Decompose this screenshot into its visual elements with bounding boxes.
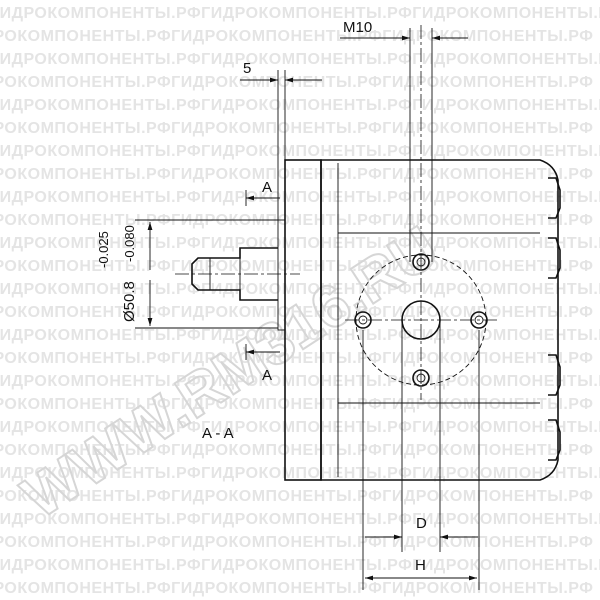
watermark-row: ГИДРОКОМПОНЕНТЫ.РФГИДРОКОМПОНЕНТЫ.РФГИДР… — [0, 396, 593, 413]
m10-label: M10 — [343, 19, 372, 36]
watermark-row: ГИДРОКОМПОНЕНТЫ.РФГИДРОКОМПОНЕНТЫ.РФГИДР… — [0, 166, 593, 183]
watermark-row: ГИДРОКОМПОНЕНТЫ.РФГИДРОКОМПОНЕНТЫ.РФГИДР… — [0, 488, 593, 505]
watermark-row: ГИДРОКОМПОНЕНТЫ.РФГИДРОКОМПОНЕНТЫ.РФГИДР… — [0, 327, 600, 344]
watermark-text-rows: ГИДРОКОМПОНЕНТЫ.РФГИДРОКОМПОНЕНТЫ.РФГИДР… — [0, 5, 600, 597]
watermark-row: ГИДРОКОМПОНЕНТЫ.РФГИДРОКОМПОНЕНТЫ.РФГИДР… — [0, 212, 593, 229]
watermark-row: ГИДРОКОМПОНЕНТЫ.РФГИДРОКОМПОНЕНТЫ.РФГИДР… — [0, 304, 593, 321]
watermark-row: ГИДРОКОМПОНЕНТЫ.РФГИДРОКОМПОНЕНТЫ.РФГИДР… — [0, 258, 593, 275]
drive-shaft — [175, 247, 300, 301]
watermark-row: ГИДРОКОМПОНЕНТЫ.РФГИДРОКОМПОНЕНТЫ.РФГИДР… — [0, 51, 600, 68]
watermark-row: ГИДРОКОМПОНЕНТЫ.РФГИДРОКОМПОНЕНТЫ.РФГИДР… — [0, 5, 600, 22]
watermark-row: ГИДРОКОМПОНЕНТЫ.РФГИДРОКОМПОНЕНТЫ.РФГИДР… — [0, 580, 593, 597]
dim-pilot-diameter: Ø50.8 -0.025 -0.080 — [96, 219, 278, 329]
rear-cover-bump-4 — [548, 419, 561, 461]
watermark-row: ГИДРОКОМПОНЕНТЫ.РФГИДРОКОМПОНЕНТЫ.РФГИДР… — [0, 534, 593, 551]
section-mark-bottom: A — [262, 367, 272, 384]
watermark-row: ГИДРОКОМПОНЕНТЫ.РФГИДРОКОМПОНЕНТЫ.РФГИДР… — [0, 465, 600, 482]
bolt-hole-top — [412, 253, 430, 271]
rear-cover-bump-2 — [548, 237, 561, 279]
watermark-row: ГИДРОКОМПОНЕНТЫ.РФГИДРОКОМПОНЕНТЫ.РФГИДР… — [0, 74, 593, 91]
d-label: D — [416, 515, 427, 532]
watermark-row: ГИДРОКОМПОНЕНТЫ.РФГИДРОКОМПОНЕНТЫ.РФГИДР… — [0, 235, 600, 252]
watermark-row: ГИДРОКОМПОНЕНТЫ.РФГИДРОКОМПОНЕНТЫ.РФГИДР… — [0, 120, 593, 137]
rear-cover-bump-1 — [548, 177, 561, 219]
dim-m10: M10 — [340, 19, 468, 262]
watermark-row: ГИДРОКОМПОНЕНТЫ.РФГИДРОКОМПОНЕНТЫ.РФГИДР… — [0, 442, 593, 459]
h-label: H — [415, 557, 426, 574]
watermark-row: ГИДРОКОМПОНЕНТЫ.РФГИДРОКОМПОНЕНТЫ.РФГИДР… — [0, 189, 600, 206]
watermark-row: ГИДРОКОМПОНЕНТЫ.РФГИДРОКОМПОНЕНТЫ.РФГИДР… — [0, 511, 600, 528]
watermark-row: ГИДРОКОМПОНЕНТЫ.РФГИДРОКОМПОНЕНТЫ.РФГИДР… — [0, 373, 600, 390]
dim-bolt-spacing: H — [362, 330, 480, 590]
section-markers: A A A - A — [202, 179, 280, 442]
watermark-row: ГИДРОКОМПОНЕНТЫ.РФГИДРОКОМПОНЕНТЫ.РФГИДР… — [0, 97, 600, 114]
pump-body — [277, 159, 561, 481]
rear-cover-bump-3 — [548, 354, 561, 396]
dim-port-diameter: D — [365, 320, 478, 552]
pilot-collar — [277, 219, 286, 331]
watermark-row: ГИДРОКОМПОНЕНТЫ.РФГИДРОКОМПОНЕНТЫ.РФГИДР… — [0, 557, 600, 574]
pilot-diameter-label: Ø50.8 — [121, 281, 138, 322]
tolerance-upper: -0.025 — [96, 231, 111, 268]
tolerance-lower: -0.080 — [122, 225, 137, 262]
watermark-row: ГИДРОКОМПОНЕНТЫ.РФГИДРОКОМПОНЕНТЫ.РФГИДР… — [0, 419, 600, 436]
pump-housing — [320, 159, 559, 481]
section-label: A - A — [202, 425, 234, 442]
watermark-row: ГИДРОКОМПОНЕНТЫ.РФГИДРОКОМПОНЕНТЫ.РФГИДР… — [0, 28, 593, 45]
watermark-row: ГИДРОКОМПОНЕНТЫ.РФГИДРОКОМПОНЕНТЫ.РФГИДР… — [0, 350, 593, 367]
section-mark-top: A — [262, 179, 272, 196]
watermark-row: ГИДРОКОМПОНЕНТЫ.РФГИДРОКОМПОНЕНТЫ.РФГИДР… — [0, 143, 600, 160]
offset-label: 5 — [243, 60, 251, 77]
dim-flange-offset: 5 — [240, 60, 322, 220]
